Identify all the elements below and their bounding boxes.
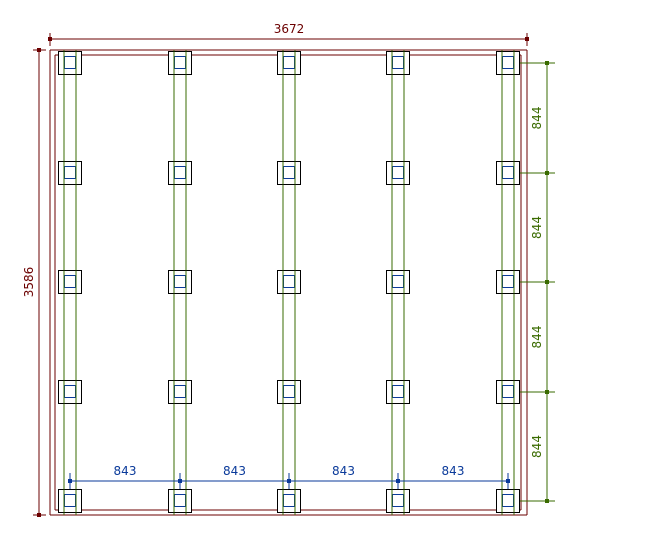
post-footing-outline — [277, 161, 301, 185]
post-footing-outline — [496, 161, 520, 185]
post-footing-outline — [168, 161, 192, 185]
column-spacing-label: 843 — [332, 464, 355, 478]
post-r1-c5 — [496, 51, 520, 75]
column-spacing-label: 843 — [223, 464, 246, 478]
post-r3-c1 — [58, 270, 82, 294]
post-footing-outline — [386, 161, 410, 185]
post-r1-c4 — [386, 51, 410, 75]
post-footing-outline — [277, 380, 301, 404]
post-r2-c4 — [386, 161, 410, 185]
post-r3-c2 — [168, 270, 192, 294]
post-footing-outline — [496, 270, 520, 294]
post-footing-outline — [386, 380, 410, 404]
row-spacing-label: 844 — [530, 107, 544, 130]
post-r1-c1 — [58, 51, 82, 75]
post-r1-c3 — [277, 51, 301, 75]
row-dimension-marker-3 — [545, 280, 549, 284]
post-footing-outline — [168, 270, 192, 294]
post-footing-outline — [496, 380, 520, 404]
post-r5-c2 — [168, 489, 192, 513]
post-r4-c2 — [168, 380, 192, 404]
post-footing-outline — [168, 380, 192, 404]
column-spacing-label: 843 — [114, 464, 137, 478]
post-r4-c4 — [386, 380, 410, 404]
post-footing-outline — [277, 270, 301, 294]
overall-height-marker-bottom — [37, 513, 41, 517]
post-footing-outline — [168, 51, 192, 75]
post-r5-c3 — [277, 489, 301, 513]
post-r5-c1 — [58, 489, 82, 513]
column-spacing-label: 843 — [442, 464, 465, 478]
overall-height-marker-top — [37, 48, 41, 52]
post-r2-c1 — [58, 161, 82, 185]
column-dimension-marker-2 — [178, 479, 182, 483]
overall-width-marker-right — [525, 37, 529, 41]
row-spacing-label: 844 — [530, 216, 544, 239]
post-footing-outline — [386, 270, 410, 294]
column-dimension-marker-5 — [506, 479, 510, 483]
post-footing-outline — [496, 489, 520, 513]
post-footing-outline — [58, 489, 82, 513]
overall-width-marker-left — [48, 37, 52, 41]
post-r2-c2 — [168, 161, 192, 185]
column-dimension-marker-4 — [396, 479, 400, 483]
post-footing-outline — [58, 51, 82, 75]
post-r2-c3 — [277, 161, 301, 185]
post-footing-outline — [58, 161, 82, 185]
row-dimension-marker-1 — [545, 61, 549, 65]
post-footing-outline — [58, 270, 82, 294]
post-footing-outline — [58, 380, 82, 404]
post-r5-c5 — [496, 489, 520, 513]
row-dimension-marker-4 — [545, 390, 549, 394]
post-r4-c5 — [496, 380, 520, 404]
column-dimension-marker-3 — [287, 479, 291, 483]
post-r3-c4 — [386, 270, 410, 294]
overall-width-label: 3672 — [274, 22, 305, 36]
row-dimension-marker-5 — [545, 499, 549, 503]
overall-height-label: 3586 — [22, 267, 36, 298]
post-footing-outline — [386, 489, 410, 513]
post-footing-outline — [386, 51, 410, 75]
post-footing-outline — [168, 489, 192, 513]
post-footing-outline — [277, 489, 301, 513]
row-spacing-label: 844 — [530, 326, 544, 349]
post-layer — [58, 51, 520, 513]
post-footing-outline — [277, 51, 301, 75]
post-r2-c5 — [496, 161, 520, 185]
post-r3-c3 — [277, 270, 301, 294]
post-r3-c5 — [496, 270, 520, 294]
row-dimension-marker-2 — [545, 171, 549, 175]
post-r4-c1 — [58, 380, 82, 404]
post-r4-c3 — [277, 380, 301, 404]
row-spacing-label: 844 — [530, 435, 544, 458]
post-r1-c2 — [168, 51, 192, 75]
dimension-layer: 3672 3586 844 844 844 844 843 843 843 843 — [22, 22, 555, 517]
post-r5-c4 — [386, 489, 410, 513]
column-dimension-marker-1 — [68, 479, 72, 483]
post-footing-outline — [496, 51, 520, 75]
